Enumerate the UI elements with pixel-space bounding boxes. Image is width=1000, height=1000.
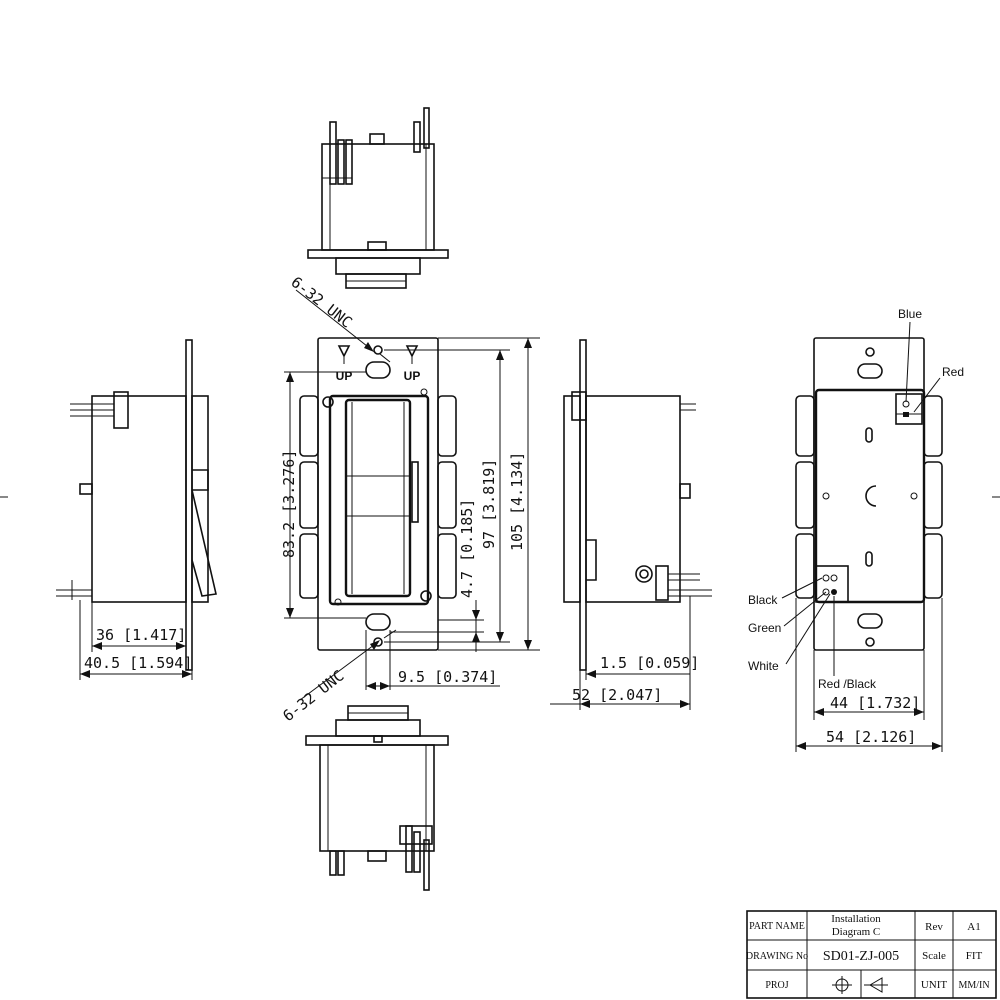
dim-overall-height: 105 [4.134] bbox=[508, 452, 526, 551]
title-drawing-no-value: SD01-ZJ-005 bbox=[823, 949, 899, 964]
title-rev-label: Rev bbox=[925, 921, 943, 933]
screw-callout-bottom: 6-32 UNC bbox=[279, 666, 347, 725]
title-part-name-label: PART NAME bbox=[749, 921, 805, 932]
front-view: UP UP bbox=[299, 337, 457, 651]
front-dimension-lines bbox=[284, 337, 540, 690]
title-part-name-line1: Installation bbox=[831, 913, 881, 925]
title-scale-label: Scale bbox=[922, 950, 946, 962]
title-rev-value: A1 bbox=[967, 921, 980, 933]
title-scale-value: FIT bbox=[966, 950, 983, 962]
wire-label-red: Red bbox=[942, 365, 964, 379]
wire-label-red-black: Red /Black bbox=[818, 677, 877, 691]
dim-strap-offset: 4.7 [0.185] bbox=[458, 499, 476, 598]
wire-label-black: Black bbox=[748, 593, 778, 607]
title-part-name-line2: Diagram C bbox=[832, 926, 881, 938]
title-block bbox=[746, 910, 997, 999]
title-unit-label: UNIT bbox=[921, 979, 948, 991]
left-side-view bbox=[56, 339, 217, 671]
dim-body-depth: 36 [1.417] bbox=[96, 626, 186, 644]
title-unit-value: MM/IN bbox=[958, 980, 989, 991]
back-dimension-lines bbox=[795, 598, 943, 752]
back-view bbox=[795, 337, 943, 651]
up-label-left: UP bbox=[336, 369, 353, 383]
dim-mount-spacing: 97 [3.819] bbox=[480, 459, 498, 549]
wire-label-green: Green bbox=[748, 621, 781, 635]
right-dimension-lines bbox=[550, 596, 691, 710]
top-view bbox=[307, 107, 449, 289]
title-proj-label: PROJ bbox=[765, 980, 788, 991]
dim-back-body-width: 44 [1.732] bbox=[830, 694, 920, 712]
dim-strap-thickness: 1.5 [0.059] bbox=[600, 654, 699, 672]
wire-label-white: White bbox=[748, 659, 779, 673]
title-drawing-no-label: DRAWING No bbox=[746, 951, 808, 962]
wire-leaders bbox=[781, 321, 941, 676]
dim-back-total-width: 54 [2.126] bbox=[826, 728, 916, 746]
left-dimension-lines bbox=[79, 600, 193, 680]
dim-side-depth: 52 [2.047] bbox=[572, 686, 662, 704]
bottom-view bbox=[305, 705, 449, 891]
wire-label-blue: Blue bbox=[898, 307, 922, 321]
up-label-right: UP bbox=[404, 369, 421, 383]
dim-hole-offset: 9.5 [0.374] bbox=[398, 668, 497, 686]
dim-paddle-height: 83.2 [3.276] bbox=[280, 450, 298, 558]
dim-total-depth: 40.5 [1.594] bbox=[84, 654, 192, 672]
